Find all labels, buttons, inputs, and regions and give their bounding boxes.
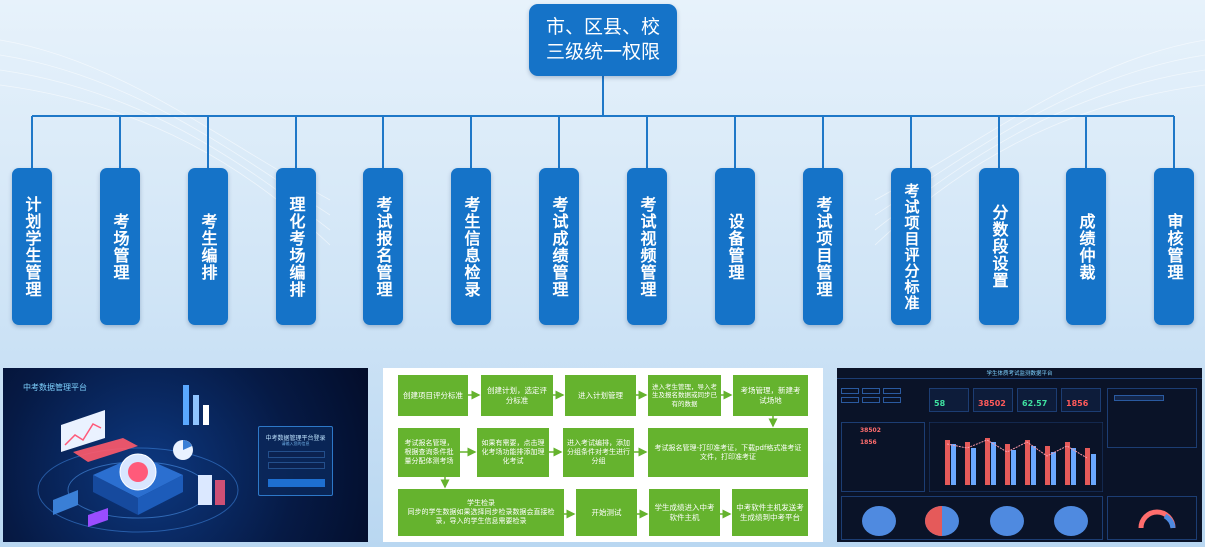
module-node: 成绩仲裁 <box>1066 168 1106 325</box>
root-line-2: 三级统一权限 <box>545 41 660 63</box>
stat-card: 38502 <box>973 388 1013 412</box>
login-form: 中考数据管理平台登录 请输入您的信息 <box>258 426 333 496</box>
root-line-1: 市、区县、校 <box>545 16 660 38</box>
filter-buttons <box>841 388 925 412</box>
app-title: 中考数据管理平台 <box>23 383 87 392</box>
module-node: 审核管理 <box>1154 168 1194 325</box>
flow-step: 进入考试编排，添加分组条件对考生进行分组 <box>563 428 634 477</box>
flow-step: 进入计划管理 <box>565 375 636 416</box>
filter-button[interactable] <box>841 397 859 403</box>
root-permission-node: 市、区县、校 三级统一权限 <box>529 4 677 76</box>
filter-button[interactable] <box>841 388 859 394</box>
flow-step: 考场管理，新建考试场地 <box>733 375 808 416</box>
flow-step: 考试报名管理，根据查询条件批量分配体测考场 <box>398 428 460 477</box>
isometric-illustration <box>37 385 239 533</box>
filter-button[interactable] <box>883 388 901 394</box>
stat-card: 1856 <box>1061 388 1101 412</box>
module-node: 考生信息检录 <box>451 168 491 325</box>
side-panel <box>1107 388 1197 448</box>
flow-step: 创建项目评分标准 <box>398 375 468 416</box>
login-subtitle: 请输入您的信息 <box>281 441 310 446</box>
login-screenshot-panel: 中考数据管理平台 中考数据管理平台登录 请输入您的信息 <box>3 368 368 542</box>
bar-chart-thumbnail <box>929 422 1103 492</box>
process-flowchart-panel: 创建项目评分标准 创建计划，选定评分标准 进入计划管理 进入考生管理，导入考生及… <box>383 368 823 542</box>
title-divider <box>837 378 1202 379</box>
left-metric-panel: 38502 1856 <box>841 422 925 492</box>
login-title: 中考数据管理平台登录 <box>265 435 326 442</box>
gauge-thumbnail <box>1138 509 1176 529</box>
metric-value: 1856 <box>860 439 877 446</box>
module-node: 考场管理 <box>100 168 140 325</box>
flow-step: 创建计划，选定评分标准 <box>481 375 553 416</box>
username-field[interactable] <box>268 451 325 458</box>
flow-step: 学生检录 同步的学生数据如果选择同步检录数据会直接检录，导入的学生信息需要检录 <box>398 489 564 536</box>
tree-connector-lines <box>31 76 1175 168</box>
select-dropdown[interactable] <box>1114 395 1164 401</box>
filter-button[interactable] <box>862 388 880 394</box>
flow-step: 考试报名管理-打印准考证，下载pdf格式准考证文件，打印准考证 <box>648 428 808 477</box>
flow-step: 如果有需要，点击理化考场功能排添加理化考试 <box>477 428 549 477</box>
stat-card: 62.57 <box>1017 388 1057 412</box>
module-node: 计划学生管理 <box>12 168 52 325</box>
module-node: 考试报名管理 <box>363 168 403 325</box>
module-node: 考试项目管理 <box>803 168 843 325</box>
metric-row: 1856 <box>846 439 877 446</box>
gauge-panel <box>1107 496 1197 540</box>
dashboard-screenshot-panel: 学生体质考试监测数据平台 58 38502 62.57 1856 38502 1… <box>837 368 1202 542</box>
pie-thumbnails <box>862 506 1088 536</box>
module-node: 理化考场编排 <box>276 168 316 325</box>
metric-row: 38502 <box>846 427 881 434</box>
metric-value: 38502 <box>860 427 881 434</box>
stat-value: 1856 <box>1066 399 1089 408</box>
stat-value: 58 <box>934 399 946 408</box>
stat-value: 38502 <box>978 399 1006 408</box>
flow-step: 学生成绩进入中考软件主机 <box>649 489 720 536</box>
flow-step: 开始测试 <box>576 489 637 536</box>
module-node: 考生编排 <box>188 168 228 325</box>
flow-arrows <box>440 390 778 519</box>
login-button[interactable] <box>268 479 325 487</box>
flow-step: 中考软件主机发送考生成绩到中考平台 <box>732 489 808 536</box>
module-node: 考试视频管理 <box>627 168 667 325</box>
filter-button[interactable] <box>862 397 880 403</box>
module-node: 考试成绩管理 <box>539 168 579 325</box>
module-node: 分数段设置 <box>979 168 1019 325</box>
stat-card: 58 <box>929 388 969 412</box>
flow-step: 进入考生管理，导入考生及报名数据或同步已有的数据 <box>648 375 721 416</box>
stat-value: 62.57 <box>1022 399 1048 408</box>
pie-summary-panel <box>841 496 1103 540</box>
filter-button[interactable] <box>883 397 901 403</box>
module-node: 设备管理 <box>715 168 755 325</box>
module-node: 考试项目评分标准 <box>891 168 931 325</box>
dashboard-title: 学生体质考试监测数据平台 <box>986 371 1053 377</box>
password-field[interactable] <box>268 462 325 469</box>
